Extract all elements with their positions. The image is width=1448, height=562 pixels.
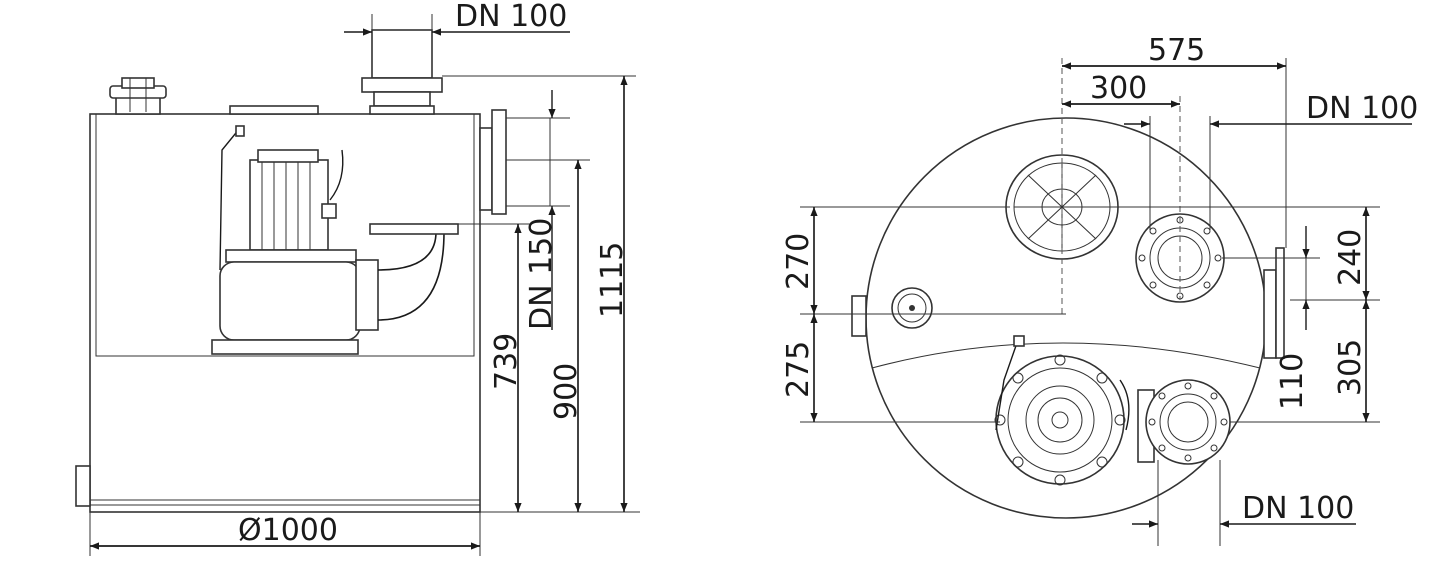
vent-cap	[109, 77, 167, 115]
label-240: 240	[1333, 229, 1368, 286]
label-575: 575	[1148, 33, 1205, 68]
dim-110: 110	[1275, 226, 1310, 410]
side-view: DN 100 DN 150 739 900	[75, 0, 640, 556]
label-dn100-top: DN 100	[455, 0, 567, 34]
dim-739: 739	[456, 223, 640, 513]
label-305: 305	[1333, 339, 1368, 396]
label-diameter: Ø1000	[238, 513, 338, 548]
flange-bottom-plan	[1145, 379, 1231, 465]
label-739: 739	[489, 333, 524, 390]
label-dn100-top-plan: DN 100	[1306, 91, 1418, 126]
pump-plan	[994, 335, 1155, 486]
label-300: 300	[1090, 71, 1147, 106]
label-270: 270	[781, 233, 816, 290]
dim-275: 275	[781, 314, 818, 422]
dim-900: 900	[506, 159, 590, 512]
dim-305: 305	[1333, 300, 1370, 422]
dim-240: 240	[1333, 207, 1370, 300]
dim-dn100-bottom-plan: DN 100	[1132, 460, 1356, 546]
label-110: 110	[1275, 353, 1310, 410]
label-900: 900	[549, 363, 584, 420]
top-outlet-flange	[361, 29, 443, 115]
dim-diameter: Ø1000	[89, 512, 481, 556]
dim-1115: 1115	[442, 75, 636, 512]
side-outlet-flange	[479, 109, 551, 215]
dim-575: 575	[1061, 33, 1287, 316]
top-cover	[229, 105, 319, 115]
dim-300: 300	[1062, 71, 1181, 300]
label-1115: 1115	[595, 242, 630, 318]
plan-view: 575 300 DN 100 DN 100	[781, 33, 1418, 546]
vent-plan	[891, 287, 933, 329]
label-dn150: DN 150	[524, 218, 559, 330]
dim-270: 270	[781, 207, 818, 314]
label-dn100-bottom-plan: DN 100	[1242, 491, 1354, 526]
label-275: 275	[781, 341, 816, 398]
pump	[211, 125, 459, 355]
side-stub	[75, 465, 91, 507]
left-stub	[851, 295, 867, 337]
dim-dn100-top-plan: DN 100	[1124, 91, 1418, 230]
dim-dn100-top: DN 100	[344, 0, 570, 78]
dim-dn150: DN 150	[506, 90, 570, 330]
flange-right-plan	[1263, 247, 1285, 359]
